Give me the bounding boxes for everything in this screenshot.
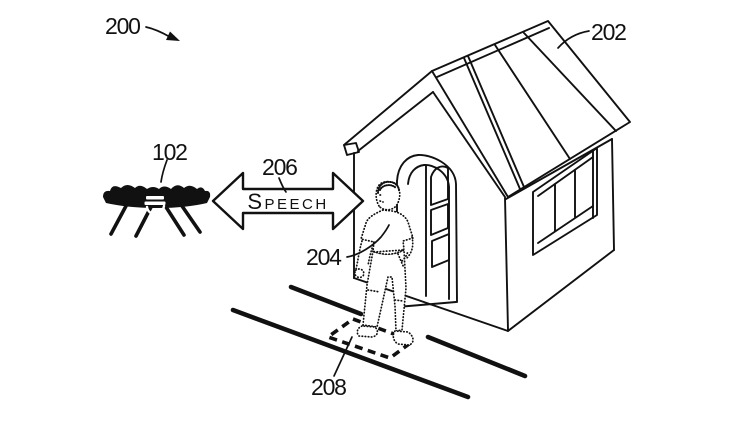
person-left-shoe (356, 325, 379, 338)
speech-arrow-shape (211, 171, 365, 231)
leader-206 (278, 177, 287, 193)
leader-lines (145, 26, 590, 377)
leader-102 (160, 159, 168, 183)
person-pants (362, 249, 407, 332)
house-window (532, 147, 598, 256)
person-illustration (354, 180, 414, 346)
label-house: 202 (591, 19, 627, 45)
label-figure-ref: 200 (105, 13, 141, 39)
leader-202 (557, 30, 590, 49)
person-right-shoe (392, 330, 414, 346)
walkway-lines (230, 284, 528, 400)
drone-icon (103, 185, 211, 238)
label-mat: 208 (311, 374, 347, 400)
label-speech: 206 (262, 154, 298, 180)
label-person: 204 (306, 244, 342, 270)
house-illustration (343, 20, 631, 332)
person-left-hand (354, 268, 365, 279)
leader-204 (346, 224, 390, 258)
label-drone: 102 (152, 139, 188, 165)
speech-arrow-text: Speech (247, 189, 329, 214)
figure-ref-arrow (145, 26, 180, 41)
leader-208 (333, 336, 353, 377)
